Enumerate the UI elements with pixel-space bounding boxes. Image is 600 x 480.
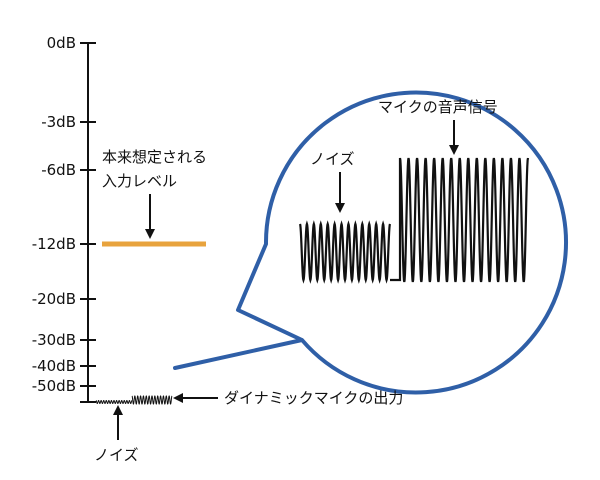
zoom-signal-label: マイクの音声信号 [378, 98, 498, 116]
expected-level-label-line1: 本来想定される [102, 148, 207, 166]
db-tick-label: -30dB [32, 331, 76, 349]
db-tick-label: -6dB [41, 161, 76, 179]
db-tick-label: -50dB [32, 377, 76, 395]
db-tick-label: 0dB [47, 34, 76, 52]
db-tick-label: -3dB [41, 113, 76, 131]
bottom-noise-label: ノイズ [94, 446, 139, 464]
zoom-noise-label: ノイズ [310, 150, 355, 168]
mic-output-signal-waveform [131, 395, 173, 405]
db-scale-ticks: 0dB -3dB -6dB -12dB -20dB -30dB -40dB -50dB [32, 34, 96, 403]
mic-output-noise-waveform [95, 399, 133, 405]
db-tick-label: -20dB [32, 290, 76, 308]
db-tick-label: -12dB [32, 235, 76, 253]
expected-level-label-line2: 入力レベル [102, 172, 177, 190]
zoom-signal-waveform [390, 157, 530, 283]
mic-output-label: ダイナミックマイクの出力 [224, 389, 403, 407]
db-tick-label: -40dB [32, 357, 76, 375]
zoom-noise-waveform [298, 220, 392, 284]
